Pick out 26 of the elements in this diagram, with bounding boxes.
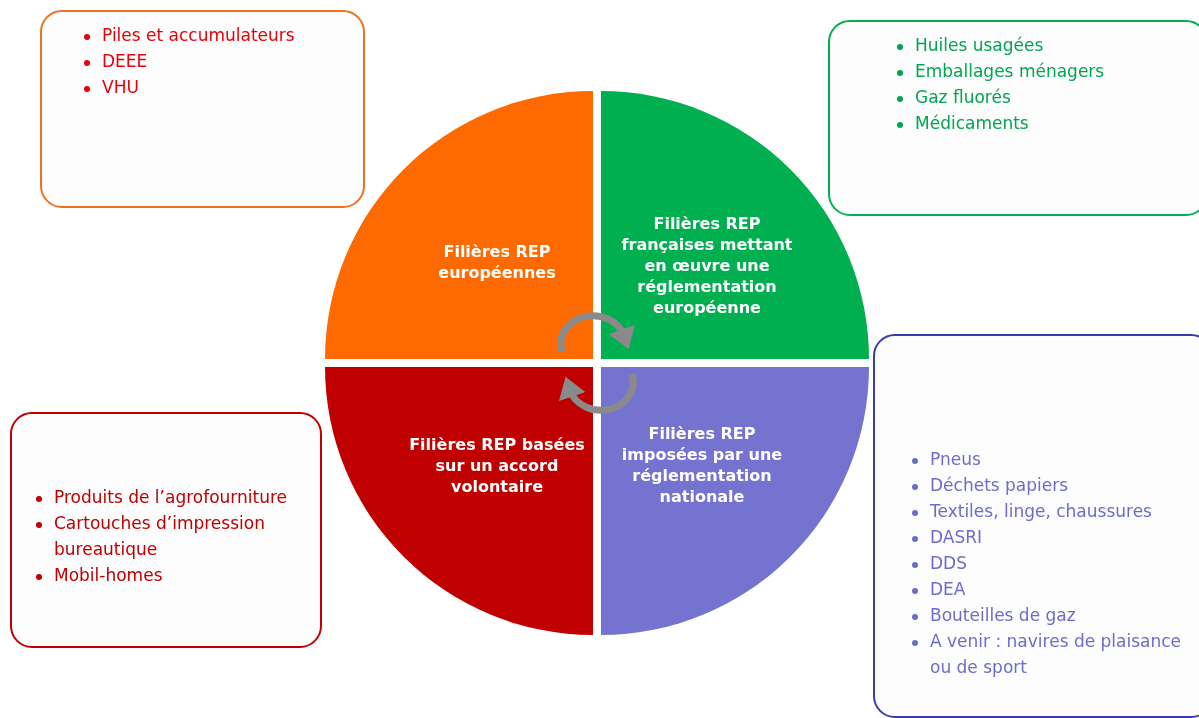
list-item: DASRI — [930, 527, 983, 547]
list-item: Mobil-homes — [54, 565, 163, 585]
quadrant-title: Filières REP imposées par une réglementation nationale — [620, 423, 784, 507]
list-item: Piles et accumulateurs — [102, 25, 295, 45]
list-item: Huiles usagées — [915, 35, 1044, 55]
list-item: Pneus — [930, 449, 981, 469]
list-item: A venir : navires de plaisance ou de sport — [930, 631, 1182, 677]
list-item: Bouteilles de gaz — [930, 605, 1076, 625]
list-item: Produits de l’agrofourniture — [54, 487, 288, 507]
list-item: Emballages ménagers — [915, 61, 1105, 81]
list-item: DEA — [930, 579, 966, 599]
quadrant-title: Filières REP françaises mettant en œuvre une réglementation européenne — [620, 212, 794, 318]
list-item: Médicaments — [915, 113, 1029, 133]
list-item: DEEE — [102, 51, 148, 71]
list-item: VHU — [102, 77, 139, 97]
quadrant-title: Filières REP européennes — [437, 241, 557, 283]
list-item: Gaz fluorés — [915, 87, 1011, 107]
list-item: Cartouches d’impression bureautique — [54, 513, 265, 559]
list-item: DDS — [930, 553, 967, 573]
list-card — [828, 20, 1199, 216]
list-item: Déchets papiers — [930, 475, 1069, 495]
list-card — [40, 10, 365, 208]
list-item: Textiles, linge, chaussures — [930, 501, 1152, 521]
list-card — [873, 334, 1199, 718]
list-card — [10, 412, 322, 648]
quadrant-title: Filières REP basées sur un accord volontaire — [408, 433, 586, 497]
